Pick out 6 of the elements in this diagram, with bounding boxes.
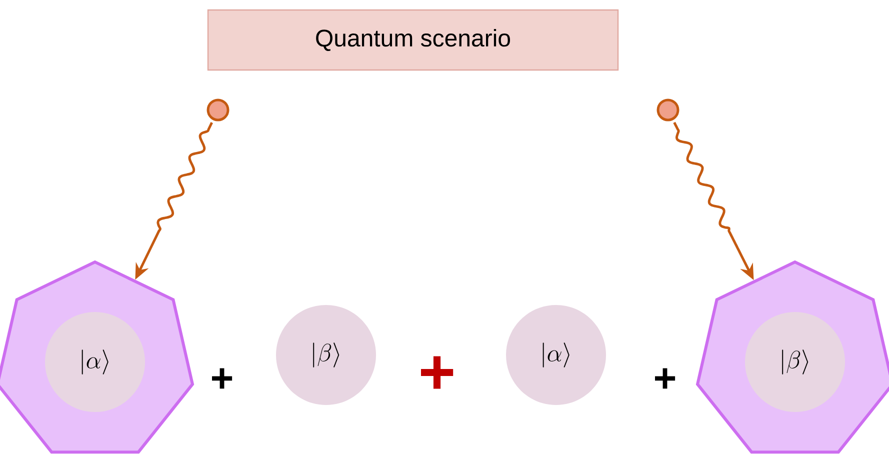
title-box: Quantum scenario (207, 9, 619, 71)
dot (656, 98, 680, 122)
plus-sign: + (212, 368, 232, 389)
plus-sign: + (655, 368, 676, 389)
plus-sign: + (421, 356, 454, 389)
dot (206, 98, 230, 122)
